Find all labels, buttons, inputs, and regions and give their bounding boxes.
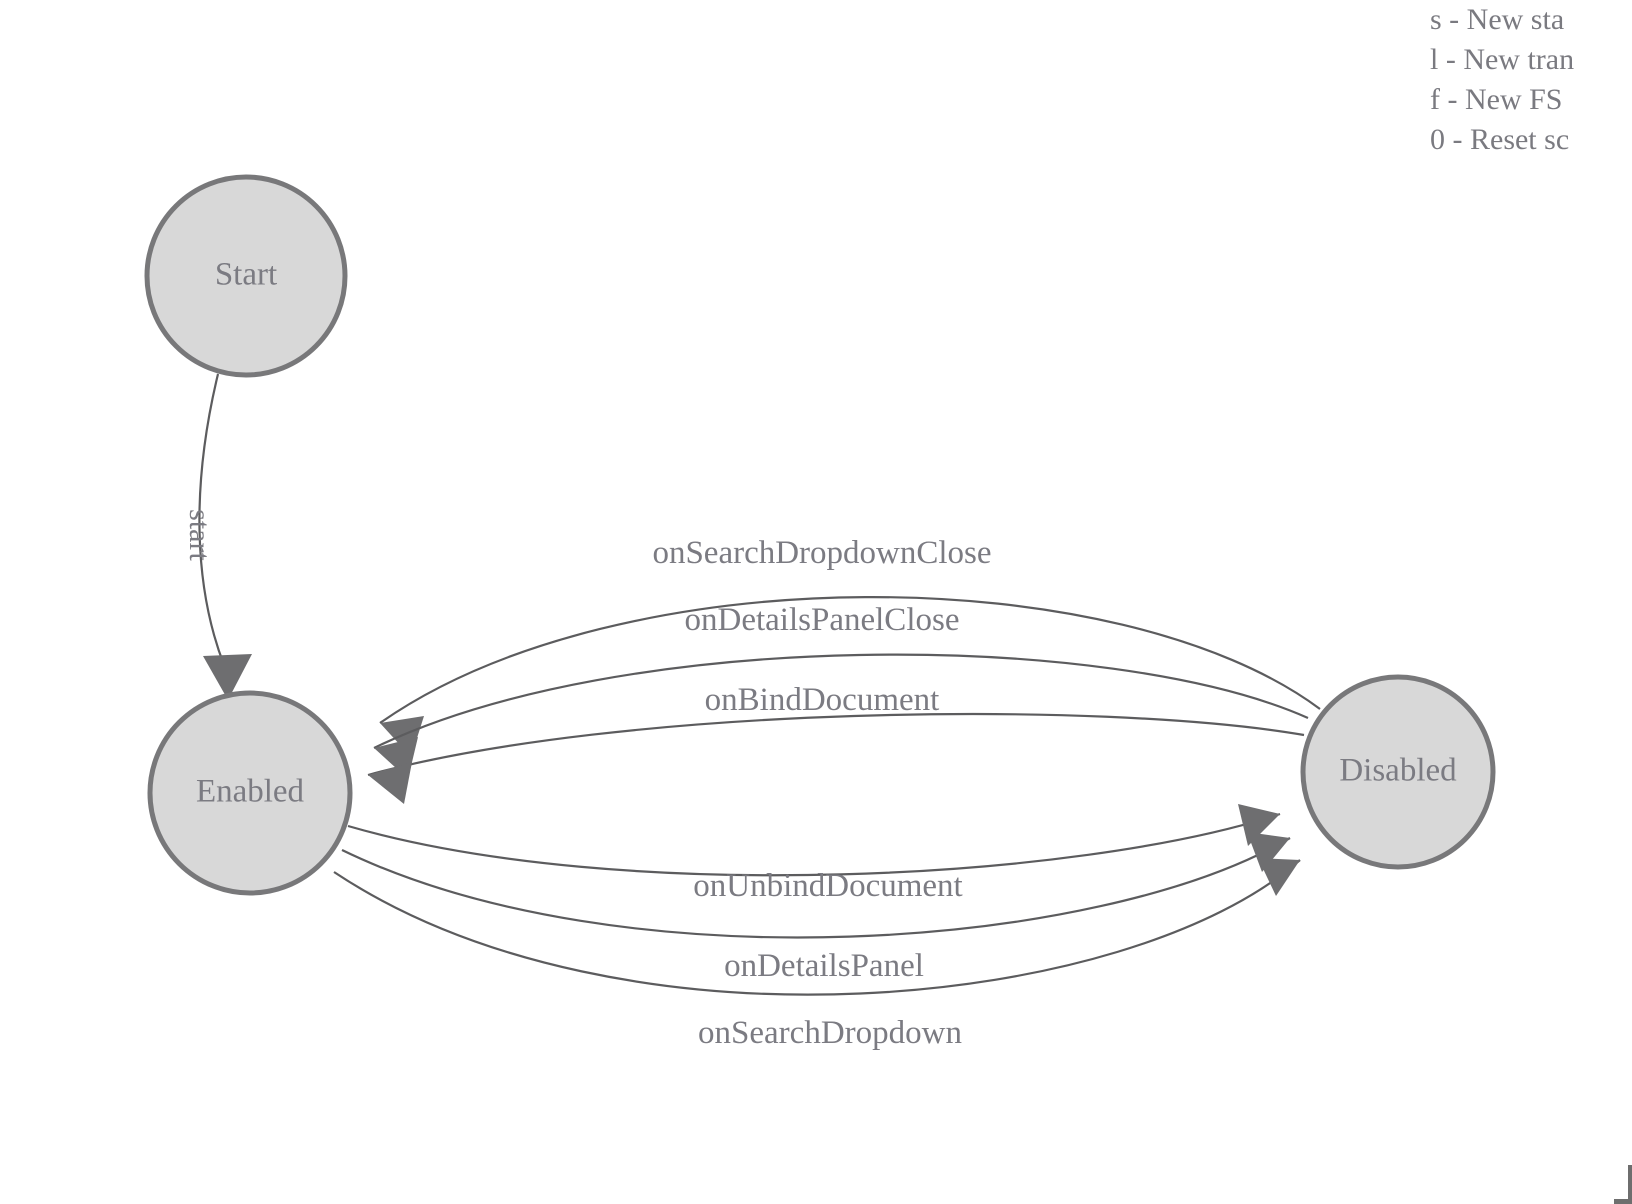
edge-onUnbindDocument[interactable]	[347, 804, 1281, 877]
node-circle	[144, 174, 348, 378]
edge-path	[198, 373, 226, 666]
edge-onSearchDropdown[interactable]	[333, 858, 1301, 996]
node-label: Enabled	[196, 774, 305, 810]
node-circle	[1300, 674, 1496, 870]
node-disabled[interactable]: Disabled	[1300, 674, 1496, 870]
arrow-head	[368, 762, 412, 804]
edge-path	[333, 859, 1301, 996]
node-start[interactable]: Start	[144, 174, 348, 378]
edge-path	[373, 653, 1309, 749]
edge-path	[347, 812, 1281, 877]
edge-label-onSearchDropdownClose: onSearchDropdownClose	[652, 535, 991, 571]
arrow-head	[1258, 858, 1300, 896]
edge-label-onSearchDropdown: onSearchDropdown	[698, 1015, 962, 1051]
edge-label-onUnbindDocument: onUnbindDocument	[693, 868, 962, 904]
node-label: Disabled	[1339, 753, 1457, 789]
node-label: Start	[215, 257, 277, 293]
arrow-head	[1247, 832, 1290, 872]
edge-start[interactable]	[198, 373, 252, 700]
node-enabled[interactable]: Enabled	[147, 690, 353, 896]
edge-path	[341, 837, 1291, 939]
edge-onBindDocument[interactable]	[367, 712, 1305, 804]
edge-label-onBindDocument: onBindDocument	[705, 682, 940, 718]
edge-label-start: start	[183, 509, 216, 561]
node-circle	[147, 690, 353, 896]
edge-onDetailsPanel[interactable]	[341, 832, 1291, 939]
edge-label-onDetailsPanel: onDetailsPanel	[724, 948, 924, 984]
edge-path	[379, 596, 1321, 724]
edge-label-onDetailsPanelClose: onDetailsPanelClose	[685, 602, 960, 638]
arrow-head	[203, 654, 252, 700]
edge-path	[367, 712, 1305, 777]
